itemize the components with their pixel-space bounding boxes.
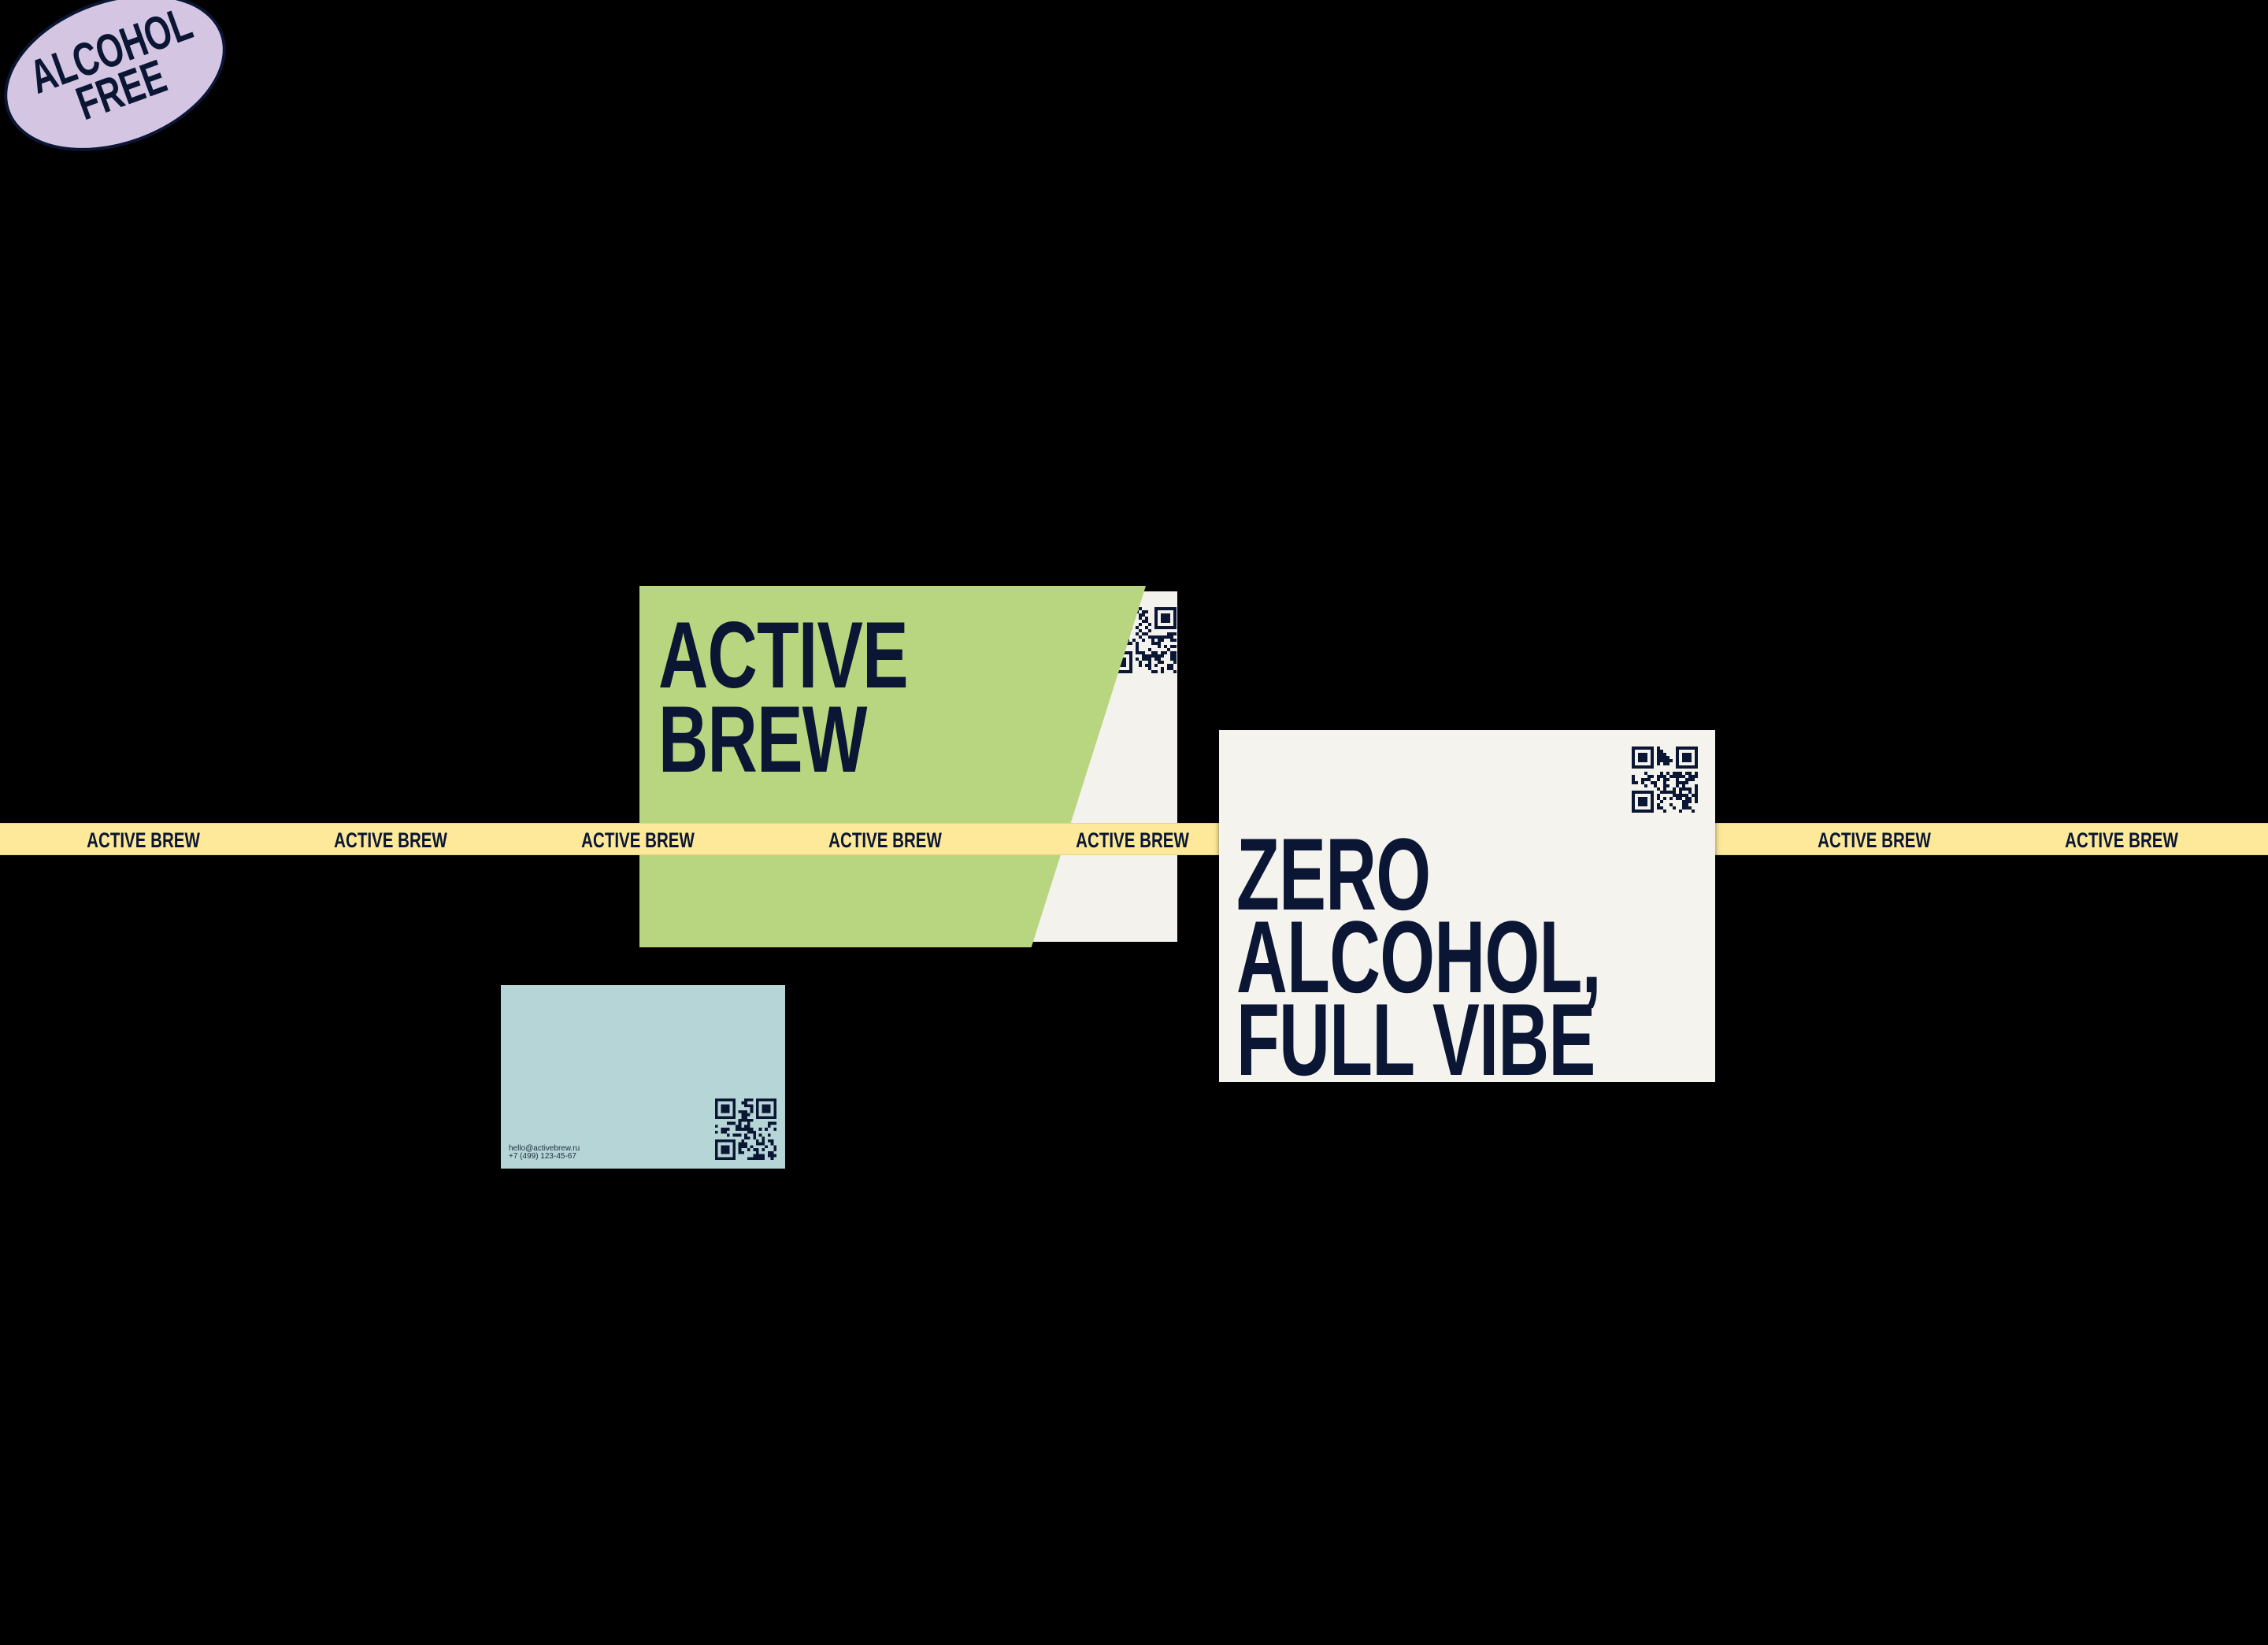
tape-label: ACTIVE BREW xyxy=(581,828,695,852)
contact-info: hello@activebrew.ru +7 (499) 123-45-67 xyxy=(509,1145,580,1161)
contact-email: hello@activebrew.ru xyxy=(509,1144,580,1153)
alcohol-free-badge: ALCOHOL FREE xyxy=(0,0,248,180)
tape-label: ACTIVE BREW xyxy=(1076,828,1189,852)
promo-line3: FULL VIBE xyxy=(1236,982,1595,1097)
contact-phone: +7 (499) 123-45-67 xyxy=(509,1152,576,1161)
tape-label: ACTIVE BREW xyxy=(334,828,447,852)
brand-tape-strip: ACTIVE BREW ACTIVE BREW ACTIVE BREW ACTIVE … xyxy=(0,823,2268,855)
tape-label: ACTIVE BREW xyxy=(828,828,942,852)
qr-code-icon xyxy=(715,1099,776,1160)
tape-label: ACTIVE BREW xyxy=(1818,828,1931,852)
brand-title-line1: ACTIVE xyxy=(658,602,909,708)
promo-line2: ALCOHOL, xyxy=(1236,899,1602,1014)
qr-code-icon xyxy=(1632,747,1698,813)
business-card-contact: hello@activebrew.ru +7 (499) 123-45-67 xyxy=(501,985,785,1169)
promo-card: ZERO ALCOHOL, FULL VIBE xyxy=(1219,730,1715,1097)
business-card-green: ACTIVE BREW xyxy=(639,586,1146,947)
tape-label: ACTIVE BREW xyxy=(2065,828,2178,852)
tape-label: ACTIVE BREW xyxy=(87,828,200,852)
brand-title-line2: BREW xyxy=(658,687,867,792)
promo-line1: ZERO xyxy=(1236,817,1431,932)
